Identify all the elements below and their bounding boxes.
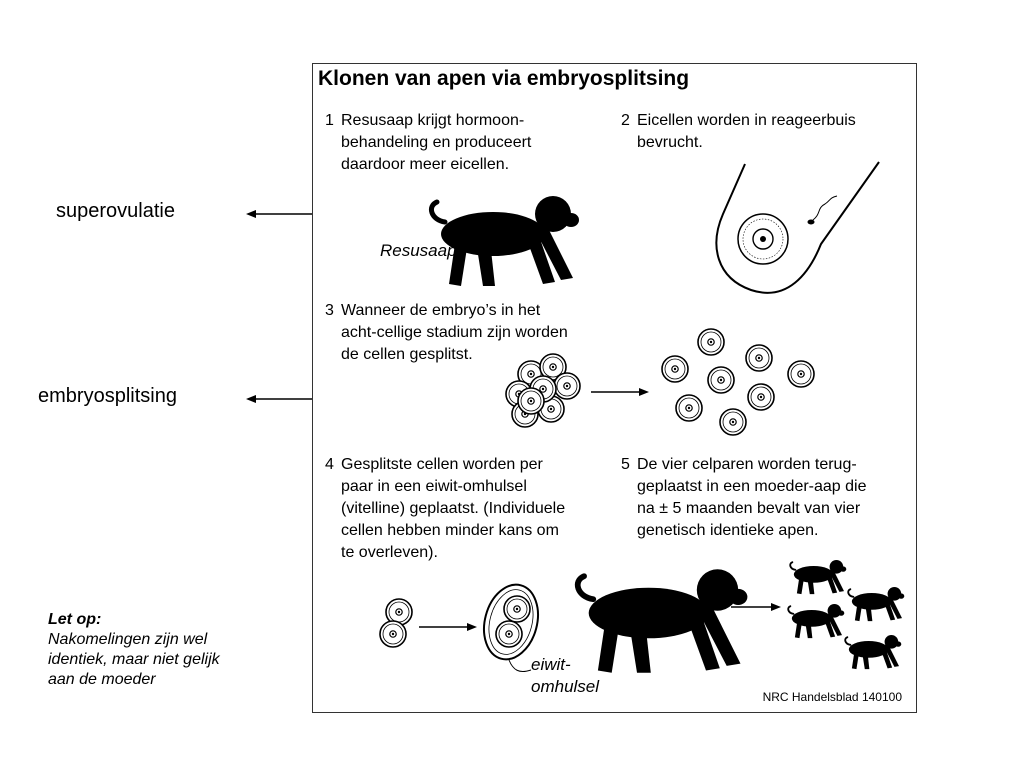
mother-monkey-illustration (578, 569, 748, 673)
panel-title: Klonen van apen via embryosplitsing (318, 67, 690, 90)
step-5: 5 De vier celparen worden terug- geplaat… (621, 454, 911, 542)
resus-monkey-illustration (431, 196, 579, 286)
label-superovulatie: superovulatie (56, 200, 175, 222)
envelope-arrow (419, 623, 477, 631)
step-2-number: 2 (621, 112, 630, 129)
step-1-text: Resusaap krijgt hormoon- behandeling en … (341, 112, 532, 173)
step-3-number: 3 (325, 302, 334, 319)
note-title: Let op: (48, 611, 102, 628)
step-2-text: Eicellen worden in reageerbuis bevrucht. (637, 112, 856, 151)
step-1-number: 1 (325, 112, 334, 129)
split-arrow (591, 388, 649, 396)
note: Let op: Nakomelingen zijn wel identiek, … (48, 610, 278, 690)
figure-panel: Klonen van apen via embryosplitsing 1 Re… (312, 63, 917, 713)
sperm-icon (807, 195, 838, 225)
step-5-number: 5 (621, 456, 630, 473)
label-embryosplitsing: embryosplitsing (38, 385, 177, 407)
offspring-arrow (731, 603, 781, 611)
step-2: 2 Eicellen worden in reageerbuis bevruch… (621, 110, 911, 154)
cell-pair (379, 598, 413, 648)
step-4-number: 4 (325, 456, 334, 473)
step-4-text: Gesplitste cellen worden per paar in een… (341, 456, 566, 561)
source-credit: NRC Handelsblad 140100 (762, 690, 902, 704)
eiwit-omhulsel-label: eiwit- omhulsel (531, 655, 600, 696)
step-3-text: Wanneer de embryo’s in het acht-cellige … (341, 302, 568, 363)
eight-cell-cluster (505, 353, 581, 428)
eiwit-omhulsel-envelope (483, 583, 539, 673)
note-body: Nakomelingen zijn wel identiek, maar nie… (48, 631, 220, 688)
step-1: 1 Resusaap krijgt hormoon- behandeling e… (325, 110, 605, 176)
step-5-text: De vier celparen worden terug- geplaatst… (637, 456, 867, 539)
step-3: 3 Wanneer de embryo’s in het acht-cellig… (325, 300, 625, 366)
step-4: 4 Gesplitste cellen worden per paar in e… (325, 454, 625, 564)
test-tube-illustration (715, 161, 880, 294)
resusaap-label: Resusaap (380, 241, 457, 260)
offspring-monkeys (787, 559, 906, 671)
separated-cells (661, 328, 815, 436)
figure-illustrations (379, 161, 906, 714)
